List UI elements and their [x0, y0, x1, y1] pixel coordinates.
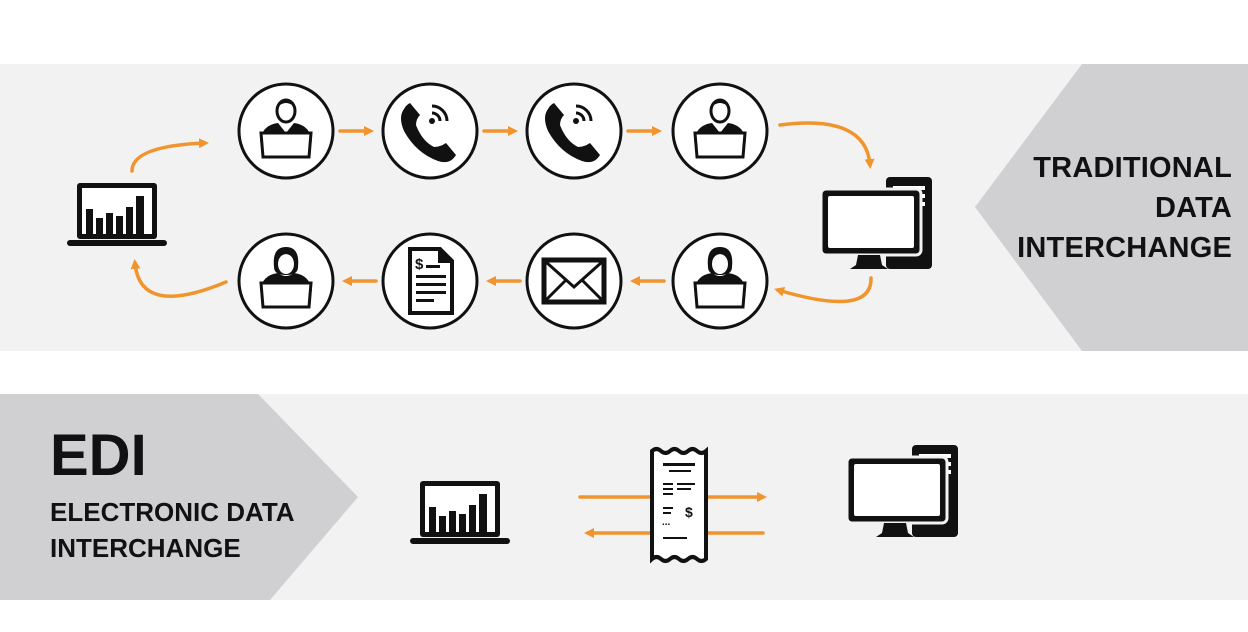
- arrow-curve-icon: [130, 138, 209, 173]
- traditional-title-line-2: DATA: [1154, 192, 1232, 224]
- node-phone-1: [381, 82, 479, 180]
- traditional-title-line-1: TRADITIONAL: [1033, 152, 1232, 184]
- edi-label-arrow: [0, 394, 358, 600]
- arrow-curve-back-icon: [774, 276, 873, 304]
- arrow-curve-up-icon: [130, 259, 228, 298]
- traditional-flow-arrows: [130, 121, 875, 304]
- node-businessman-1: [237, 82, 335, 180]
- node-businesswoman-1: [671, 232, 769, 330]
- edi-full-name: ELECTRONIC DATA INTERCHANGE: [50, 494, 295, 566]
- laptop-chart-icon: [410, 481, 510, 544]
- traditional-label-arrow: [975, 64, 1248, 351]
- laptop-chart-icon: [67, 183, 167, 246]
- receipt-icon: [650, 447, 708, 563]
- edi-full-line-2: INTERCHANGE: [50, 533, 241, 563]
- desktop-computer-icon: [819, 175, 934, 271]
- envelope-icon: [544, 260, 604, 302]
- invoice-document-icon: [408, 247, 454, 315]
- edi-abbreviation: EDI: [50, 423, 147, 488]
- node-businesswoman-2: [237, 232, 335, 330]
- node-businessman-2: [671, 82, 769, 180]
- desktop-computer-icon: [845, 443, 960, 539]
- node-phone-2: [525, 82, 623, 180]
- arrow-curve-down-icon: [778, 121, 875, 169]
- node-envelope: [525, 232, 623, 330]
- node-invoice: [381, 232, 479, 330]
- traditional-title-line-3: INTERCHANGE: [1017, 232, 1232, 264]
- traditional-title: TRADITIONAL DATA INTERCHANGE: [972, 148, 1232, 268]
- edi-full-line-1: ELECTRONIC DATA: [50, 497, 295, 527]
